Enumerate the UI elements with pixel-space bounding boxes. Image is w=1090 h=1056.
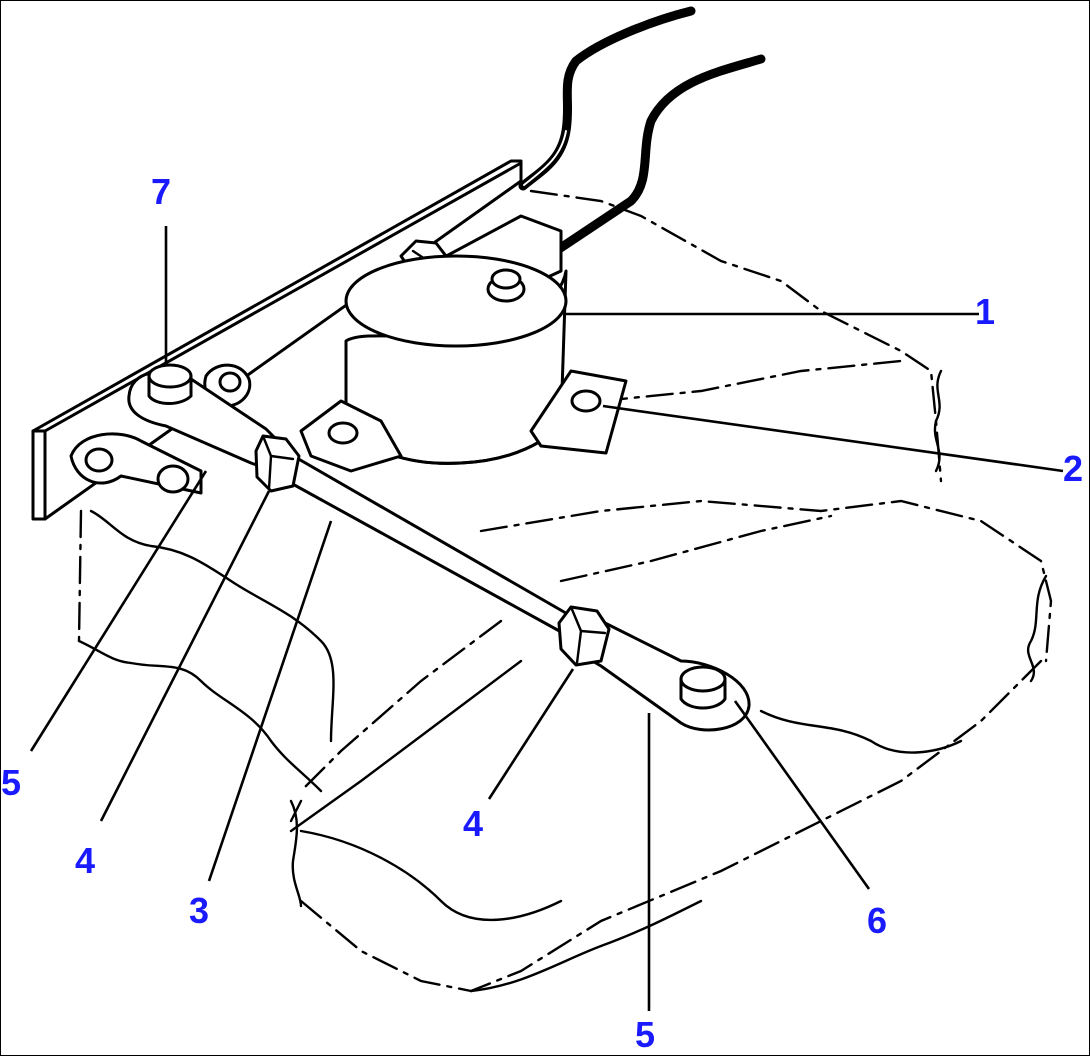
callout-4a: 4 xyxy=(75,840,95,881)
broken-edges xyxy=(77,369,1048,993)
callout-2: 2 xyxy=(1063,448,1083,489)
leader-3 xyxy=(207,520,333,882)
plate-pivot xyxy=(69,432,203,495)
terminal-bolt xyxy=(486,268,526,303)
mounting-plate xyxy=(31,159,523,521)
frame-outline xyxy=(77,189,1053,993)
callout-1: 1 xyxy=(975,291,995,332)
lock-nut-right xyxy=(557,605,611,667)
callout-5a: 5 xyxy=(1,762,21,803)
callout-4b: 4 xyxy=(463,803,483,844)
leader-4b xyxy=(487,668,575,800)
connecting-rod xyxy=(267,444,573,635)
leader-4a xyxy=(99,490,271,822)
callouts: 1 2 3 4 4 5 5 6 7 xyxy=(1,171,1083,1055)
leader-5a xyxy=(29,470,208,752)
callout-5b: 5 xyxy=(635,1014,655,1055)
leader-2 xyxy=(602,404,1064,473)
cables xyxy=(518,6,766,266)
bolt-6 xyxy=(679,665,727,710)
leader-lines xyxy=(29,226,1064,1011)
leader-6 xyxy=(733,700,871,890)
base-block xyxy=(289,659,963,833)
callout-3: 3 xyxy=(189,890,209,931)
callout-7: 7 xyxy=(151,171,171,212)
lock-nut-left xyxy=(254,434,301,493)
actuator-flanges xyxy=(299,369,628,473)
callout-6: 6 xyxy=(867,900,887,941)
bolt-7 xyxy=(147,363,193,405)
